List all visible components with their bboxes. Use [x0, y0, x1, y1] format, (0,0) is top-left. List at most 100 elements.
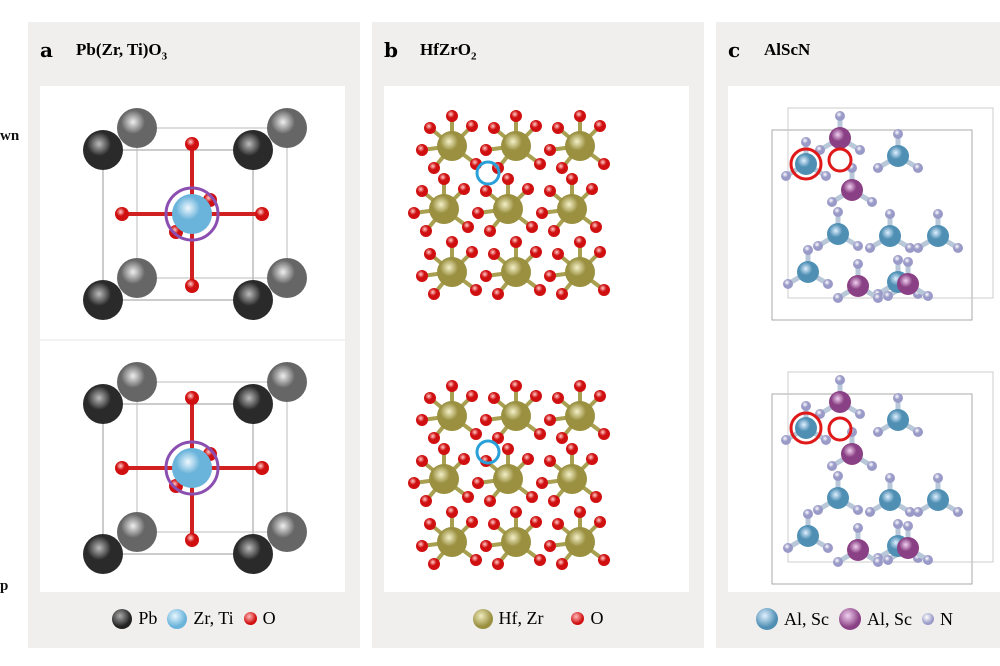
highlight-ring: [164, 440, 220, 496]
al-sc-alt-atom: [841, 443, 863, 465]
o-atom: [510, 506, 522, 518]
o-atom: [466, 516, 478, 528]
al-sc-alt-atom: [897, 537, 919, 559]
n-atom: [821, 435, 831, 445]
al-sc-alt-atom: [847, 539, 869, 561]
al-sc-atom: [795, 153, 817, 175]
hf-zr-atom: [437, 401, 467, 431]
unit-cell-edge: [771, 129, 973, 321]
o-atom: [544, 270, 556, 282]
n-atom: [833, 557, 843, 567]
pb-atom: [233, 130, 273, 170]
o-atom: [534, 158, 546, 170]
o-atom: [428, 162, 440, 174]
legend-label: Zr, Ti: [193, 608, 234, 628]
o-atom: [536, 207, 548, 219]
o-atom: [510, 236, 522, 248]
n-atom: [835, 375, 845, 385]
n-atom: [893, 255, 903, 265]
panel-title: AlScN: [764, 40, 811, 59]
o-atom: [552, 122, 564, 134]
n-atom-icon: [922, 613, 934, 625]
o-atom: [594, 246, 606, 258]
unit-cell-edge: [102, 403, 254, 555]
hf-zr-atom: [565, 527, 595, 557]
o-atom: [544, 185, 556, 197]
al-sc-atom: [887, 145, 909, 167]
o-atom: [594, 390, 606, 402]
n-atom: [893, 393, 903, 403]
o-atom: [446, 380, 458, 392]
o-atom: [424, 392, 436, 404]
n-atom: [801, 401, 811, 411]
perovskite-structure: [40, 108, 345, 574]
o-atom: [115, 461, 129, 475]
hf-zr-atom: [437, 527, 467, 557]
o-atom: [484, 225, 496, 237]
hf-zr-atom: [501, 401, 531, 431]
n-atom: [933, 209, 943, 219]
o-atom: [416, 540, 428, 552]
o-atom: [255, 207, 269, 221]
o-atom: [530, 516, 542, 528]
n-atom: [885, 473, 895, 483]
o-atom: [446, 236, 458, 248]
n-atom: [813, 241, 823, 251]
highlight-ring: [827, 416, 853, 442]
unit-cell-edge: [136, 381, 288, 533]
pb-atom: [83, 384, 123, 424]
o-atom: [470, 554, 482, 566]
o-atom: [472, 477, 484, 489]
o-atom: [420, 225, 432, 237]
o-atom: [510, 110, 522, 122]
o-atom-icon: [571, 612, 585, 625]
n-atom: [855, 409, 865, 419]
n-atom: [885, 209, 895, 219]
o-atom: [458, 183, 470, 195]
n-atom: [781, 435, 791, 445]
o-atom: [424, 248, 436, 260]
hf-zr-atom: [565, 131, 595, 161]
o-atom: [488, 392, 500, 404]
o-atom: [424, 518, 436, 530]
o-atom: [185, 137, 199, 151]
o-atom: [480, 270, 492, 282]
panel-title: Pb(Zr, Ti)O3: [76, 40, 168, 63]
pb-atom: [267, 108, 307, 148]
panel-label: c: [728, 38, 741, 62]
o-atom: [536, 477, 548, 489]
legend-label: N: [940, 608, 953, 629]
n-atom: [813, 505, 823, 515]
hf-zr-atom: [565, 401, 595, 431]
o-atom: [185, 279, 199, 293]
n-atom: [835, 111, 845, 121]
o-atom: [556, 558, 568, 570]
n-atom: [913, 427, 923, 437]
o-atom: [586, 183, 598, 195]
al-sc-alt-atom: [829, 391, 851, 413]
o-atom: [488, 248, 500, 260]
o-atom: [556, 162, 568, 174]
n-atom: [853, 259, 863, 269]
n-atom: [833, 207, 843, 217]
panel-title: HfZrO2: [420, 40, 477, 63]
n-atom: [873, 557, 883, 567]
al-sc-atom: [797, 261, 819, 283]
n-atom: [853, 241, 863, 251]
o-atom: [598, 158, 610, 170]
o-atom: [526, 221, 538, 233]
structure-view: [728, 86, 1000, 592]
o-atom: [492, 432, 504, 444]
al-sc-alt-atom-icon: [839, 608, 861, 630]
n-atom: [833, 293, 843, 303]
o-atom: [534, 428, 546, 440]
o-atom: [466, 120, 478, 132]
o-atom: [428, 432, 440, 444]
pb-atom: [267, 258, 307, 298]
unit-cell-edge: [102, 149, 254, 301]
o-atom: [534, 554, 546, 566]
o-atom: [594, 120, 606, 132]
o-atom: [446, 506, 458, 518]
alscn-structure: [771, 107, 994, 585]
o-atom: [530, 246, 542, 258]
